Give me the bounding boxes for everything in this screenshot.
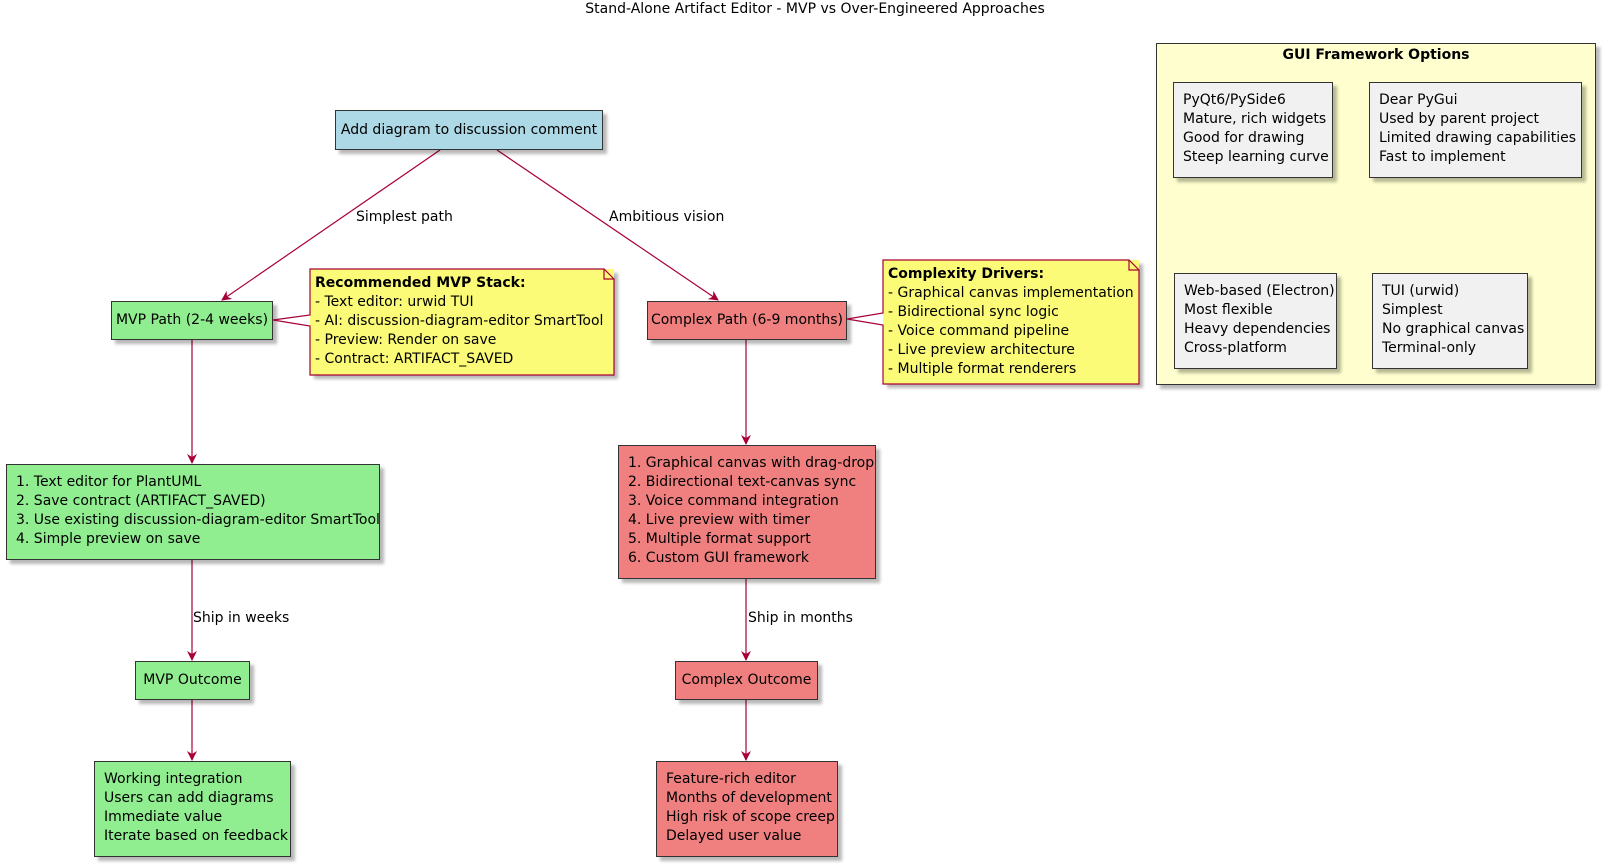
edge-start-to-complex (496, 149, 719, 301)
package-title: GUI Framework Options (1282, 47, 1470, 63)
note-line: - Live preview architecture (888, 342, 1075, 358)
mvp-result-line: Users can add diagrams (104, 790, 274, 806)
option-dear-pygui: Dear PyGui Used by parent project Limite… (1369, 82, 1582, 178)
note-line: - Bidirectional sync logic (888, 304, 1059, 320)
mvp-result-line: Iterate based on feedback (104, 828, 289, 844)
edge-label-simplest: Simplest path (356, 209, 453, 225)
option-line: Terminal-only (1382, 340, 1477, 356)
option-line: Used by parent project (1379, 111, 1540, 127)
complex-step: 5. Multiple format support (628, 531, 811, 547)
complex-steps-node: 1. Graphical canvas with drag-drop 2. Bi… (618, 445, 876, 579)
option-line: Mature, rich widgets (1183, 111, 1327, 127)
note-line: - Voice command pipeline (888, 323, 1070, 339)
complex-result-line: Delayed user value (666, 828, 802, 844)
complex-step: 2. Bidirectional text-canvas sync (628, 474, 857, 490)
note-line: - Preview: Render on save (315, 332, 497, 348)
mvp-step: 2. Save contract (ARTIFACT_SAVED) (16, 493, 266, 509)
option-line: Limited drawing capabilities (1379, 130, 1577, 146)
option-line: Web-based (Electron) (1184, 283, 1335, 299)
option-line: Fast to implement (1379, 149, 1506, 165)
option-line: Good for drawing (1183, 130, 1305, 146)
option-line: Dear PyGui (1379, 92, 1458, 108)
mvp-step: 1. Text editor for PlantUML (16, 474, 202, 490)
option-line: Heavy dependencies (1184, 321, 1331, 337)
edge-label-ship-months: Ship in months (748, 610, 853, 626)
complex-step: 3. Voice command integration (628, 493, 839, 509)
edge-start-to-mvp (221, 149, 441, 301)
diagram-title: Stand-Alone Artifact Editor - MVP vs Ove… (585, 1, 1045, 17)
note-heading: Recommended MVP Stack: (315, 275, 526, 291)
complex-step: 4. Live preview with timer (628, 512, 811, 528)
mvp-step: 4. Simple preview on save (16, 531, 201, 547)
complex-result-line: Months of development (666, 790, 832, 806)
note-heading: Complexity Drivers: (888, 266, 1045, 282)
option-line: TUI (urwid) (1382, 283, 1460, 299)
mvp-steps-node: 1. Text editor for PlantUML 2. Save cont… (6, 464, 380, 560)
note-line: - Contract: ARTIFACT_SAVED (315, 351, 514, 367)
option-line: Simplest (1382, 302, 1443, 318)
mvp-stack-note: Recommended MVP Stack: - Text editor: ur… (310, 269, 614, 375)
note-line: - Multiple format renderers (888, 361, 1077, 377)
complex-outcome-node: Complex Outcome (675, 661, 818, 700)
complexity-drivers-note: Complexity Drivers: - Graphical canvas i… (883, 260, 1139, 384)
complex-result-line: Feature-rich editor (666, 771, 796, 787)
mvp-note-border (272, 268, 615, 376)
note-line: - AI: discussion-diagram-editor SmartToo… (315, 313, 604, 329)
option-line: PyQt6/PySide6 (1183, 92, 1286, 108)
mvp-path-node: MVP Path (2-4 weeks) (111, 301, 273, 340)
option-web-electron: Web-based (Electron) Most flexible Heavy… (1174, 273, 1337, 369)
complex-result-line: High risk of scope creep (666, 809, 835, 825)
option-line: No graphical canvas (1382, 321, 1525, 337)
option-tui-urwid: TUI (urwid) Simplest No graphical canvas… (1372, 273, 1528, 369)
mvp-step: 3. Use existing discussion-diagram-edito… (16, 512, 380, 528)
complex-step: 1. Graphical canvas with drag-drop (628, 455, 875, 471)
option-line: Steep learning curve (1183, 149, 1329, 165)
edge-label-ship-weeks: Ship in weeks (193, 610, 290, 626)
start-node: Add diagram to discussion comment (335, 110, 603, 150)
edge-label-ambitious: Ambitious vision (609, 209, 725, 225)
complex-note-border (846, 259, 1140, 385)
complex-step: 6. Custom GUI framework (628, 550, 809, 566)
complex-path-node: Complex Path (6-9 months) (647, 301, 847, 340)
mvp-result-node: Working integration Users can add diagra… (94, 761, 291, 857)
option-pyqt6: PyQt6/PySide6 Mature, rich widgets Good … (1173, 82, 1333, 178)
mvp-result-line: Immediate value (104, 809, 223, 825)
mvp-outcome-node: MVP Outcome (135, 661, 250, 700)
mvp-result-line: Working integration (104, 771, 243, 787)
note-line: - Text editor: urwid TUI (315, 294, 474, 310)
option-line: Most flexible (1184, 302, 1273, 318)
option-line: Cross-platform (1184, 340, 1287, 356)
complex-result-node: Feature-rich editor Months of developmen… (656, 761, 838, 857)
note-line: - Graphical canvas implementation (888, 285, 1134, 301)
